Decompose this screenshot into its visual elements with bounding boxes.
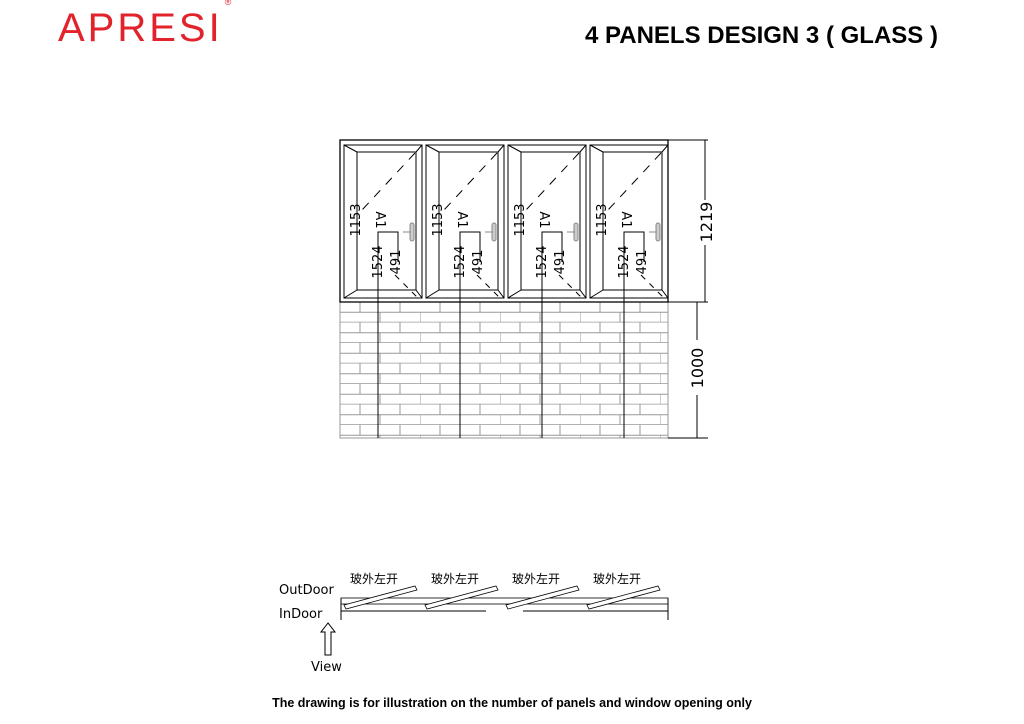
- sash-label: 491: [553, 250, 568, 275]
- height-label: 1153: [431, 203, 446, 236]
- sash-label: 491: [471, 250, 486, 275]
- plan-view: OutDoor InDoor View 玻外左开 玻外左开 玻外左开 玻外左开: [279, 571, 669, 675]
- view-label: View: [311, 660, 342, 675]
- open-sash-section: [586, 585, 661, 610]
- line: [415, 289, 423, 299]
- line: [589, 289, 604, 299]
- apresi-logo: APRESI®: [58, 0, 231, 51]
- panel-code: A1: [536, 211, 551, 228]
- outdoor-label: OutDoor: [279, 583, 334, 598]
- height-label: 1153: [513, 203, 528, 236]
- brick-wall: [339, 301, 669, 439]
- line: [661, 289, 669, 299]
- line: [343, 289, 358, 299]
- window-height-dimension: 1219: [697, 202, 716, 243]
- opening-dash-line: [394, 274, 418, 298]
- line: [497, 289, 505, 299]
- width-label: 1524: [617, 245, 632, 278]
- glass-pane: [438, 151, 499, 291]
- glass-pane: [602, 151, 663, 291]
- opening-label: 玻外左开: [593, 571, 641, 586]
- indoor-label: InDoor: [279, 607, 323, 622]
- dimension-leader: [623, 231, 645, 438]
- opening-label: 玻外左开: [512, 571, 560, 586]
- line: [579, 289, 587, 299]
- line: [415, 144, 423, 153]
- line: [589, 144, 604, 153]
- open-sash-section: [424, 585, 499, 610]
- sash-label: 491: [635, 250, 650, 275]
- width-label: 1524: [371, 245, 386, 278]
- opening-label: 玻外左开: [350, 571, 398, 586]
- line: [425, 144, 440, 153]
- line: [661, 144, 669, 153]
- line: [425, 289, 440, 299]
- opening-dash-line: [640, 274, 664, 298]
- width-label: 1524: [453, 245, 468, 278]
- opening-label: 玻外左开: [431, 571, 479, 586]
- opening-dash-line: [476, 274, 500, 298]
- view-arrow-icon: [319, 622, 337, 656]
- wall-height-dimension: 1000: [688, 348, 707, 389]
- panel-code: A1: [372, 211, 387, 228]
- dimension-leader: [541, 231, 563, 438]
- logo-text: APRESI: [58, 6, 223, 50]
- glass-pane: [520, 151, 581, 291]
- line: [507, 289, 522, 299]
- height-label: 1153: [595, 203, 610, 236]
- opening-dash-line: [558, 274, 582, 298]
- footer-note: The drawing is for illustration on the n…: [272, 696, 752, 710]
- open-sash-section: [505, 585, 580, 610]
- line: [507, 144, 522, 153]
- line: [497, 144, 505, 153]
- opening-dash-line: [361, 152, 416, 211]
- sash-label: 491: [389, 250, 404, 275]
- line: [579, 144, 587, 153]
- dimension-leader: [377, 231, 399, 438]
- open-sash-section: [343, 585, 418, 610]
- panel-code: A1: [454, 211, 469, 228]
- registered-mark: ®: [224, 0, 232, 7]
- panel-code: A1: [618, 211, 633, 228]
- glass-pane: [356, 151, 417, 291]
- dimension-leader: [459, 231, 481, 438]
- opening-dash-line: [525, 152, 580, 211]
- height-label: 1153: [349, 203, 364, 236]
- width-label: 1524: [535, 245, 550, 278]
- line: [343, 144, 358, 153]
- opening-dash-line: [607, 152, 662, 211]
- page-title: 4 PANELS DESIGN 3 ( GLASS ): [585, 22, 938, 49]
- opening-dash-line: [443, 152, 498, 211]
